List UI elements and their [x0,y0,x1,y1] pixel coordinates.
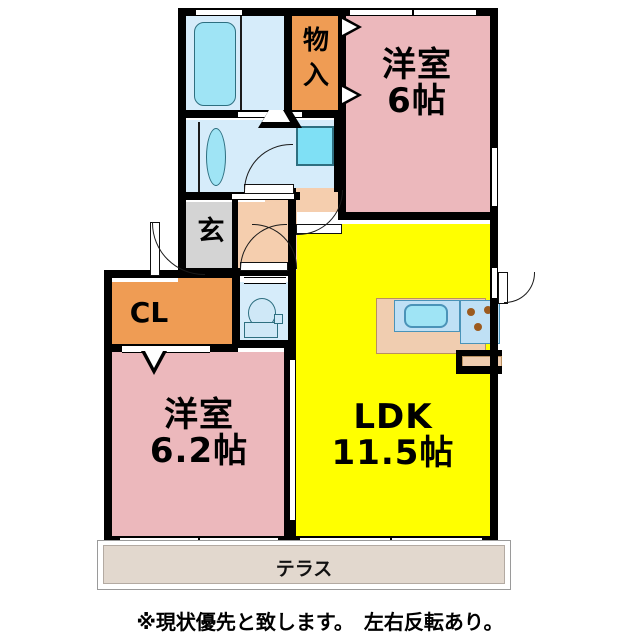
wall-kitchen-nub [456,350,502,356]
wall-ldk-right [490,220,498,544]
wall-lower-left-top [104,270,240,278]
stove-burner-icon [474,323,482,331]
wall-bedroom-bottom-right [284,344,292,542]
washroom-divider-line [198,122,200,192]
wall-right-upper [490,8,498,220]
window-toilet-top [244,277,286,284]
wall-toilet-bottom [232,340,292,348]
wall-washroom-right [334,110,342,192]
terrace-area: テラス [103,545,505,584]
window-bedroom-top-b [414,9,476,16]
bathtub-fixture [194,22,236,106]
room-ldk [296,224,492,540]
wall-storage-left [284,8,292,116]
window-bath-top [196,9,242,16]
stove-burner-icon [467,308,475,316]
wall-toilet-left [232,276,240,346]
ldk-service-door-swing [504,272,535,303]
room-storage-monoire [292,14,340,114]
label-entrance-genkan: 玄 [197,216,225,247]
label-terrace: テラス [275,558,333,580]
label-closet-cl: CL [129,296,169,329]
toilet-tank-fixture [244,322,278,338]
label-bedroom-bottom: 洋室 6.2帖 [149,395,249,471]
bath-door-peak-inner [262,98,290,122]
room-bedroom-bottom [110,352,290,540]
storage-door-triangle-inner-icon [342,87,357,103]
window-bedroom-top-a [350,9,412,16]
kitchen-sink-fixture [404,304,448,328]
window-ldk-right-upper [491,268,498,298]
wall-kitchen-nub-3 [456,366,502,374]
bath-divider-line [240,16,242,110]
window-washroom-lower [232,193,294,200]
room-closet-cl [110,282,236,348]
disclaimer-note: ※現状優先と致します。 左右反転あり。 [136,610,504,634]
wall-bedroom-top-left [338,8,346,220]
stove-burner-icon [484,306,492,314]
label-bedroom-top: 洋室 6帖 [382,45,452,121]
label-ldk: LDK 11.5帖 [331,397,455,473]
window-bedroom-top-right [491,148,498,206]
wall-lower-left-left [104,270,112,544]
washbasin-fixture [206,128,226,186]
closet-door-triangle-inner-icon [145,351,163,368]
storage-door-triangle-inner-icon [342,19,357,35]
wall-kitchen-nub-2 [456,350,462,372]
wall-left-upper [178,8,186,276]
label-storage: 物 入 [302,26,329,92]
washer-space-fixture [296,126,334,166]
wall-genkan-right [232,196,238,270]
window-bedroom-bottom-right [289,360,296,520]
toilet-handle-fixture [274,314,283,324]
wall-bedroom-top-bottom [338,212,498,220]
room-bedroom-top [346,14,496,214]
